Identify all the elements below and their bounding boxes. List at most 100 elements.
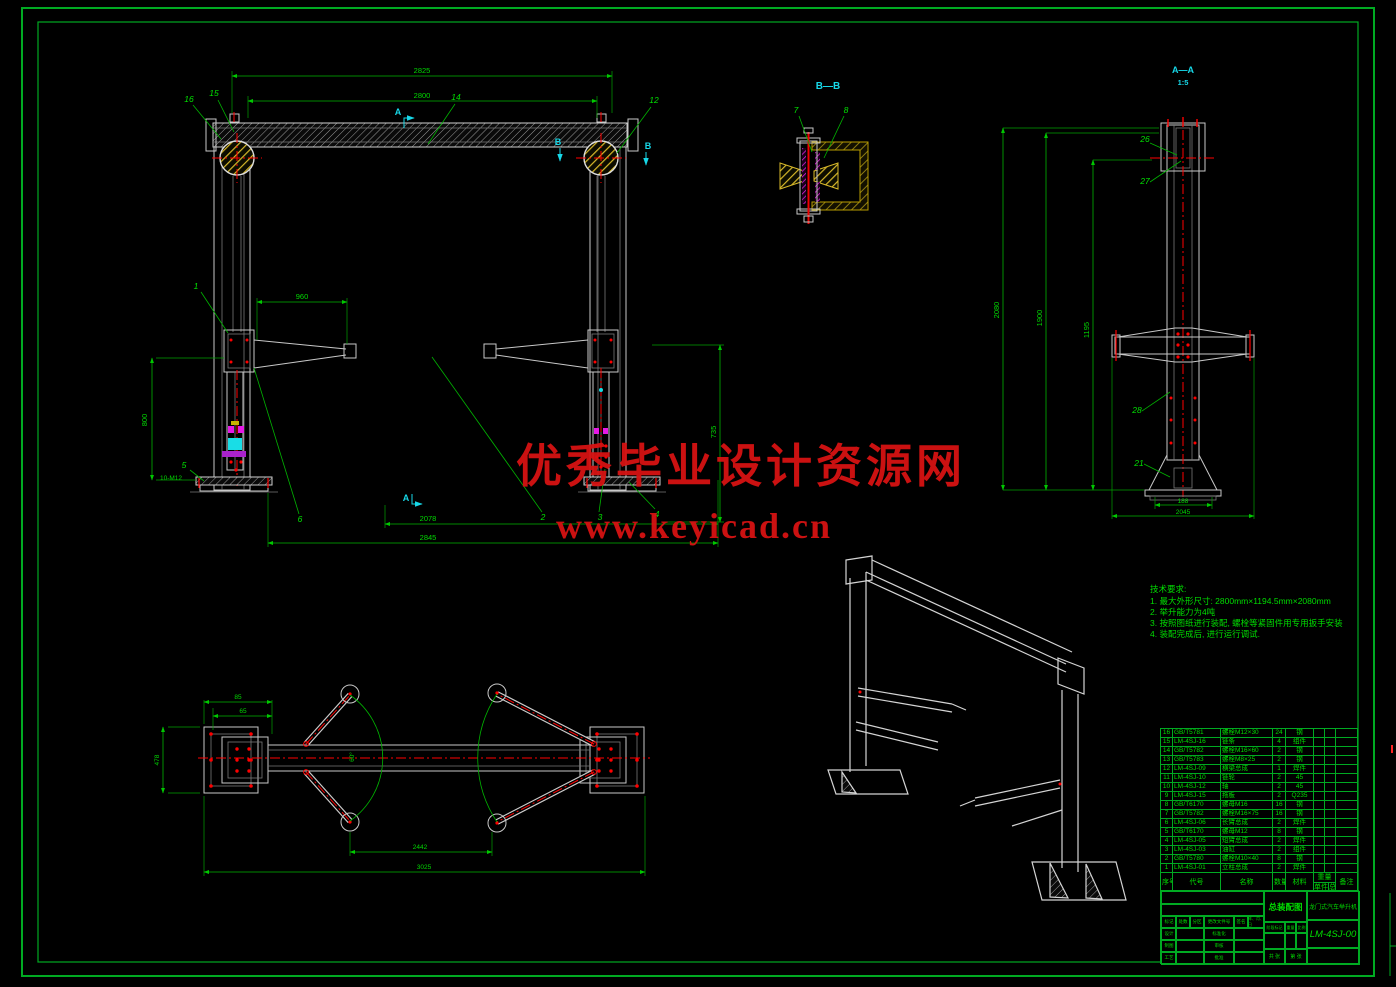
watermark-url: www.keyicad.cn (556, 506, 833, 546)
isometric-view (827, 555, 1127, 901)
label-zone: 分区 (1189, 915, 1205, 929)
bom-row: 11 LM-4SJ-10 链轮 2 45 (1160, 773, 1358, 783)
stage-boxes (1263, 932, 1286, 950)
leader-21: 21 (1133, 458, 1144, 468)
bom-header-weight: 重量 (1314, 874, 1335, 883)
draft-sign (1175, 939, 1205, 953)
leader-28: 28 (1131, 405, 1142, 415)
tech-note-line: 4. 装配完成后, 进行运行调试. (1150, 629, 1261, 639)
dim-bottom-outer: 2845 (420, 533, 437, 542)
dim-bottom-inner: 2078 (420, 514, 437, 523)
bom-row: 6 LM-4SJ-06 长臂总成 2 焊件 (1160, 818, 1358, 828)
leader-27: 27 (1139, 176, 1150, 186)
leader-5: 5 (182, 460, 187, 470)
weight-value (1284, 932, 1297, 950)
label-scale: 比例 (1295, 921, 1308, 934)
label-stage: 阶段标记 (1263, 921, 1286, 934)
title-block: 标记 处数 分区 更改文件号 签名 年、月、日 设计 标准化 制图 审核 工艺 … (1160, 890, 1360, 965)
label-design: 设计 (1161, 927, 1177, 941)
base-feet (190, 476, 666, 493)
sheet-no: 第 张 (1284, 948, 1308, 965)
pulley-left (212, 133, 262, 183)
label-change-doc: 更改文件号 (1203, 915, 1235, 929)
bom-header-weight-group: 重量 单件 总计 (1314, 874, 1336, 893)
leader-26: 26 (1139, 134, 1150, 144)
label-approve: 批准 (1203, 951, 1235, 965)
bom-header-total: 总计 (1329, 884, 1336, 891)
bom-row: 9 LM-4SJ-15 拖板 2 Q235 (1160, 791, 1358, 801)
label-mark: 标记 (1161, 915, 1177, 929)
leader-14: 14 (451, 92, 461, 102)
label-weight: 重量 (1284, 921, 1297, 934)
label-audit: 审核 (1203, 939, 1235, 953)
bom-rows: 16 GB/T5781 螺栓M12×30 24 钢 15 LM-4SJ-16 链… (1160, 728, 1358, 873)
dim-plan-top-inner: 65 (239, 708, 247, 715)
dim-arm: 960 (296, 292, 309, 301)
bom-row: 8 GB/T6170 螺母M16 16 钢 (1160, 800, 1358, 810)
revision-row-2 (1161, 903, 1265, 917)
tech-notes-title: 技术要求: (1150, 584, 1187, 594)
section-mark-b-right: B (645, 141, 652, 151)
standard-sign (1233, 927, 1265, 941)
dim-base: 188 (1178, 498, 1189, 505)
drawing-name: 总装配图 (1263, 891, 1308, 923)
leader-4: 4 (655, 509, 660, 519)
leader-1: 1 (194, 281, 199, 291)
label-process: 工艺 (1161, 951, 1177, 965)
tech-note-line: 3. 按照图纸进行装配, 螺栓等紧固件用专用扳手安装 (1150, 618, 1343, 628)
sheet-border (21, 7, 1396, 977)
label-draft: 制图 (1161, 939, 1177, 953)
leader-2: 2 (540, 512, 546, 522)
bom-row: 15 LM-4SJ-16 链条 4 组件 (1160, 737, 1358, 747)
dim-top-outer: 2825 (414, 66, 431, 75)
leader-16: 16 (184, 94, 194, 104)
dim-width: 2045 (1176, 509, 1191, 516)
dim-height-outer: 2080 (992, 302, 1001, 319)
pulley-right (576, 133, 626, 183)
side-scale: 1:5 (1178, 78, 1189, 87)
product-name: 龙门式汽车举升机 (1306, 891, 1360, 921)
leader-6: 6 (298, 514, 303, 524)
sheet-total: 共 张 (1263, 948, 1286, 965)
bom-row: 1 LM-4SJ-01 立柱总成 2 焊件 (1160, 863, 1358, 873)
bom-row: 16 GB/T5781 螺栓M12×30 24 钢 (1160, 728, 1358, 738)
detail-title: B—B (816, 81, 840, 92)
title-block-empty (1306, 947, 1360, 965)
bom-table-wrap: 16 GB/T5781 螺栓M12×30 24 钢 15 LM-4SJ-16 链… (1160, 728, 1358, 894)
leader-12: 12 (649, 95, 659, 105)
dim-plan-left: 478 (154, 754, 161, 765)
bom-row: 3 LM-4SJ-03 油缸 2 组件 (1160, 845, 1358, 855)
dim-right-height: 735 (709, 426, 718, 439)
front-section-marks: A A B B (395, 107, 652, 507)
front-dimensions: 2825 2800 960 800 735 2078 2845 10-M12 (140, 66, 724, 547)
leader-8: 8 (844, 105, 849, 115)
detail-section-bb: B—B 7 8 (779, 81, 869, 224)
tech-note-line: 2. 举升能力为4吨 (1150, 607, 1216, 617)
bom-row: 5 GB/T6170 螺母M12 8 钢 (1160, 827, 1358, 837)
scale-value (1295, 932, 1308, 950)
swing-arms: 60° (303, 683, 597, 833)
bom-row: 4 LM-4SJ-05 短臂总成 2 焊件 (1160, 836, 1358, 846)
side-title: A—A (1172, 65, 1194, 75)
front-view: 2825 2800 960 800 735 2078 2845 10-M12 A (140, 66, 724, 547)
label-standard: 标准化 (1203, 927, 1235, 941)
label-count: 处数 (1175, 915, 1191, 929)
revision-row-1 (1161, 891, 1265, 905)
section-mark-b-left: B (555, 137, 562, 147)
design-sign (1175, 927, 1205, 941)
bom-header-row: 序号 代号 名称 数量 材料 重量 单件 总计 备注 (1160, 872, 1358, 894)
dim-height-mid: 1900 (1035, 310, 1044, 327)
swing-angle: 60° (348, 752, 356, 762)
leader-7: 7 (794, 105, 799, 115)
plan-view: 60° 478 85 65 2442 3025 (154, 683, 650, 876)
label-sign: 签名 (1233, 915, 1249, 929)
process-sign (1175, 951, 1205, 965)
section-mark-a-bottom: A (403, 493, 410, 503)
approve-sign (1233, 951, 1265, 965)
side-view: A—A 1:5 2080 (992, 65, 1255, 519)
dim-plan-bottom-outer: 3025 (417, 864, 432, 871)
bom-row: 13 GB/T5783 螺栓M8×25 2 钢 (1160, 755, 1358, 765)
